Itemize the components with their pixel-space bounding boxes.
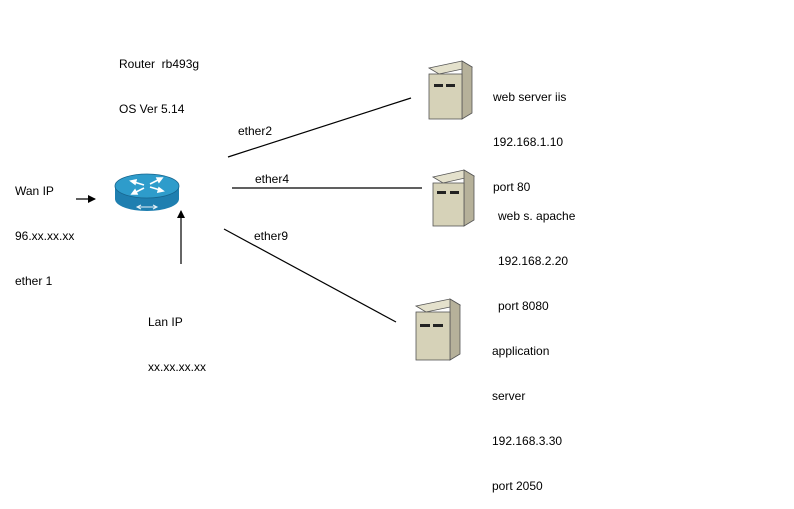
ether9-label: ether9: [254, 229, 289, 243]
lan-ip: xx.xx.xx.xx: [148, 360, 207, 374]
ether2-link: [227, 97, 412, 158]
server-iis-ip: 192.168.1.10: [493, 135, 564, 149]
server-iis-name: web server iis: [493, 90, 567, 104]
server-apache-port: port 8080: [498, 299, 549, 313]
network-diagram: [76, 60, 476, 361]
router-info-label: Router rb493g OS Ver 5.14: [119, 27, 199, 132]
ether9-link: [223, 228, 397, 323]
router-icon: [114, 173, 180, 211]
server-iis-port: port 80: [493, 180, 531, 194]
server-app-name-1: application: [492, 344, 550, 358]
ether4-label: ether4: [255, 172, 290, 186]
server-app-label: application server 192.168.3.30 port 205…: [492, 314, 562, 509]
wan-interface: ether 1: [15, 274, 53, 288]
wan-title: Wan IP: [15, 184, 54, 198]
server-apache-icon: [431, 169, 476, 227]
wan-label: Wan IP 96.xx.xx.xx ether 1: [15, 154, 74, 304]
lan-title: Lan IP: [148, 315, 183, 329]
router-model: Router rb493g: [119, 57, 200, 71]
wan-ip: 96.xx.xx.xx: [15, 229, 75, 243]
router-os-version: OS Ver 5.14: [119, 102, 185, 116]
server-app-ip: 192.168.3.30: [492, 434, 563, 448]
server-app-name-2: server: [492, 389, 526, 403]
server-apache-name: web s. apache: [498, 209, 576, 223]
server-iis-icon: [427, 60, 474, 120]
server-app-port: port 2050: [492, 479, 543, 493]
lan-label: Lan IP xx.xx.xx.xx: [148, 285, 206, 390]
server-apache-ip: 192.168.2.20: [498, 254, 569, 268]
server-app-icon: [414, 298, 462, 361]
server-iis-label: web server iis 192.168.1.10 port 80: [493, 60, 566, 210]
server-apache-label: web s. apache 192.168.2.20 port 8080: [498, 179, 575, 329]
ether2-label: ether2: [238, 124, 273, 138]
